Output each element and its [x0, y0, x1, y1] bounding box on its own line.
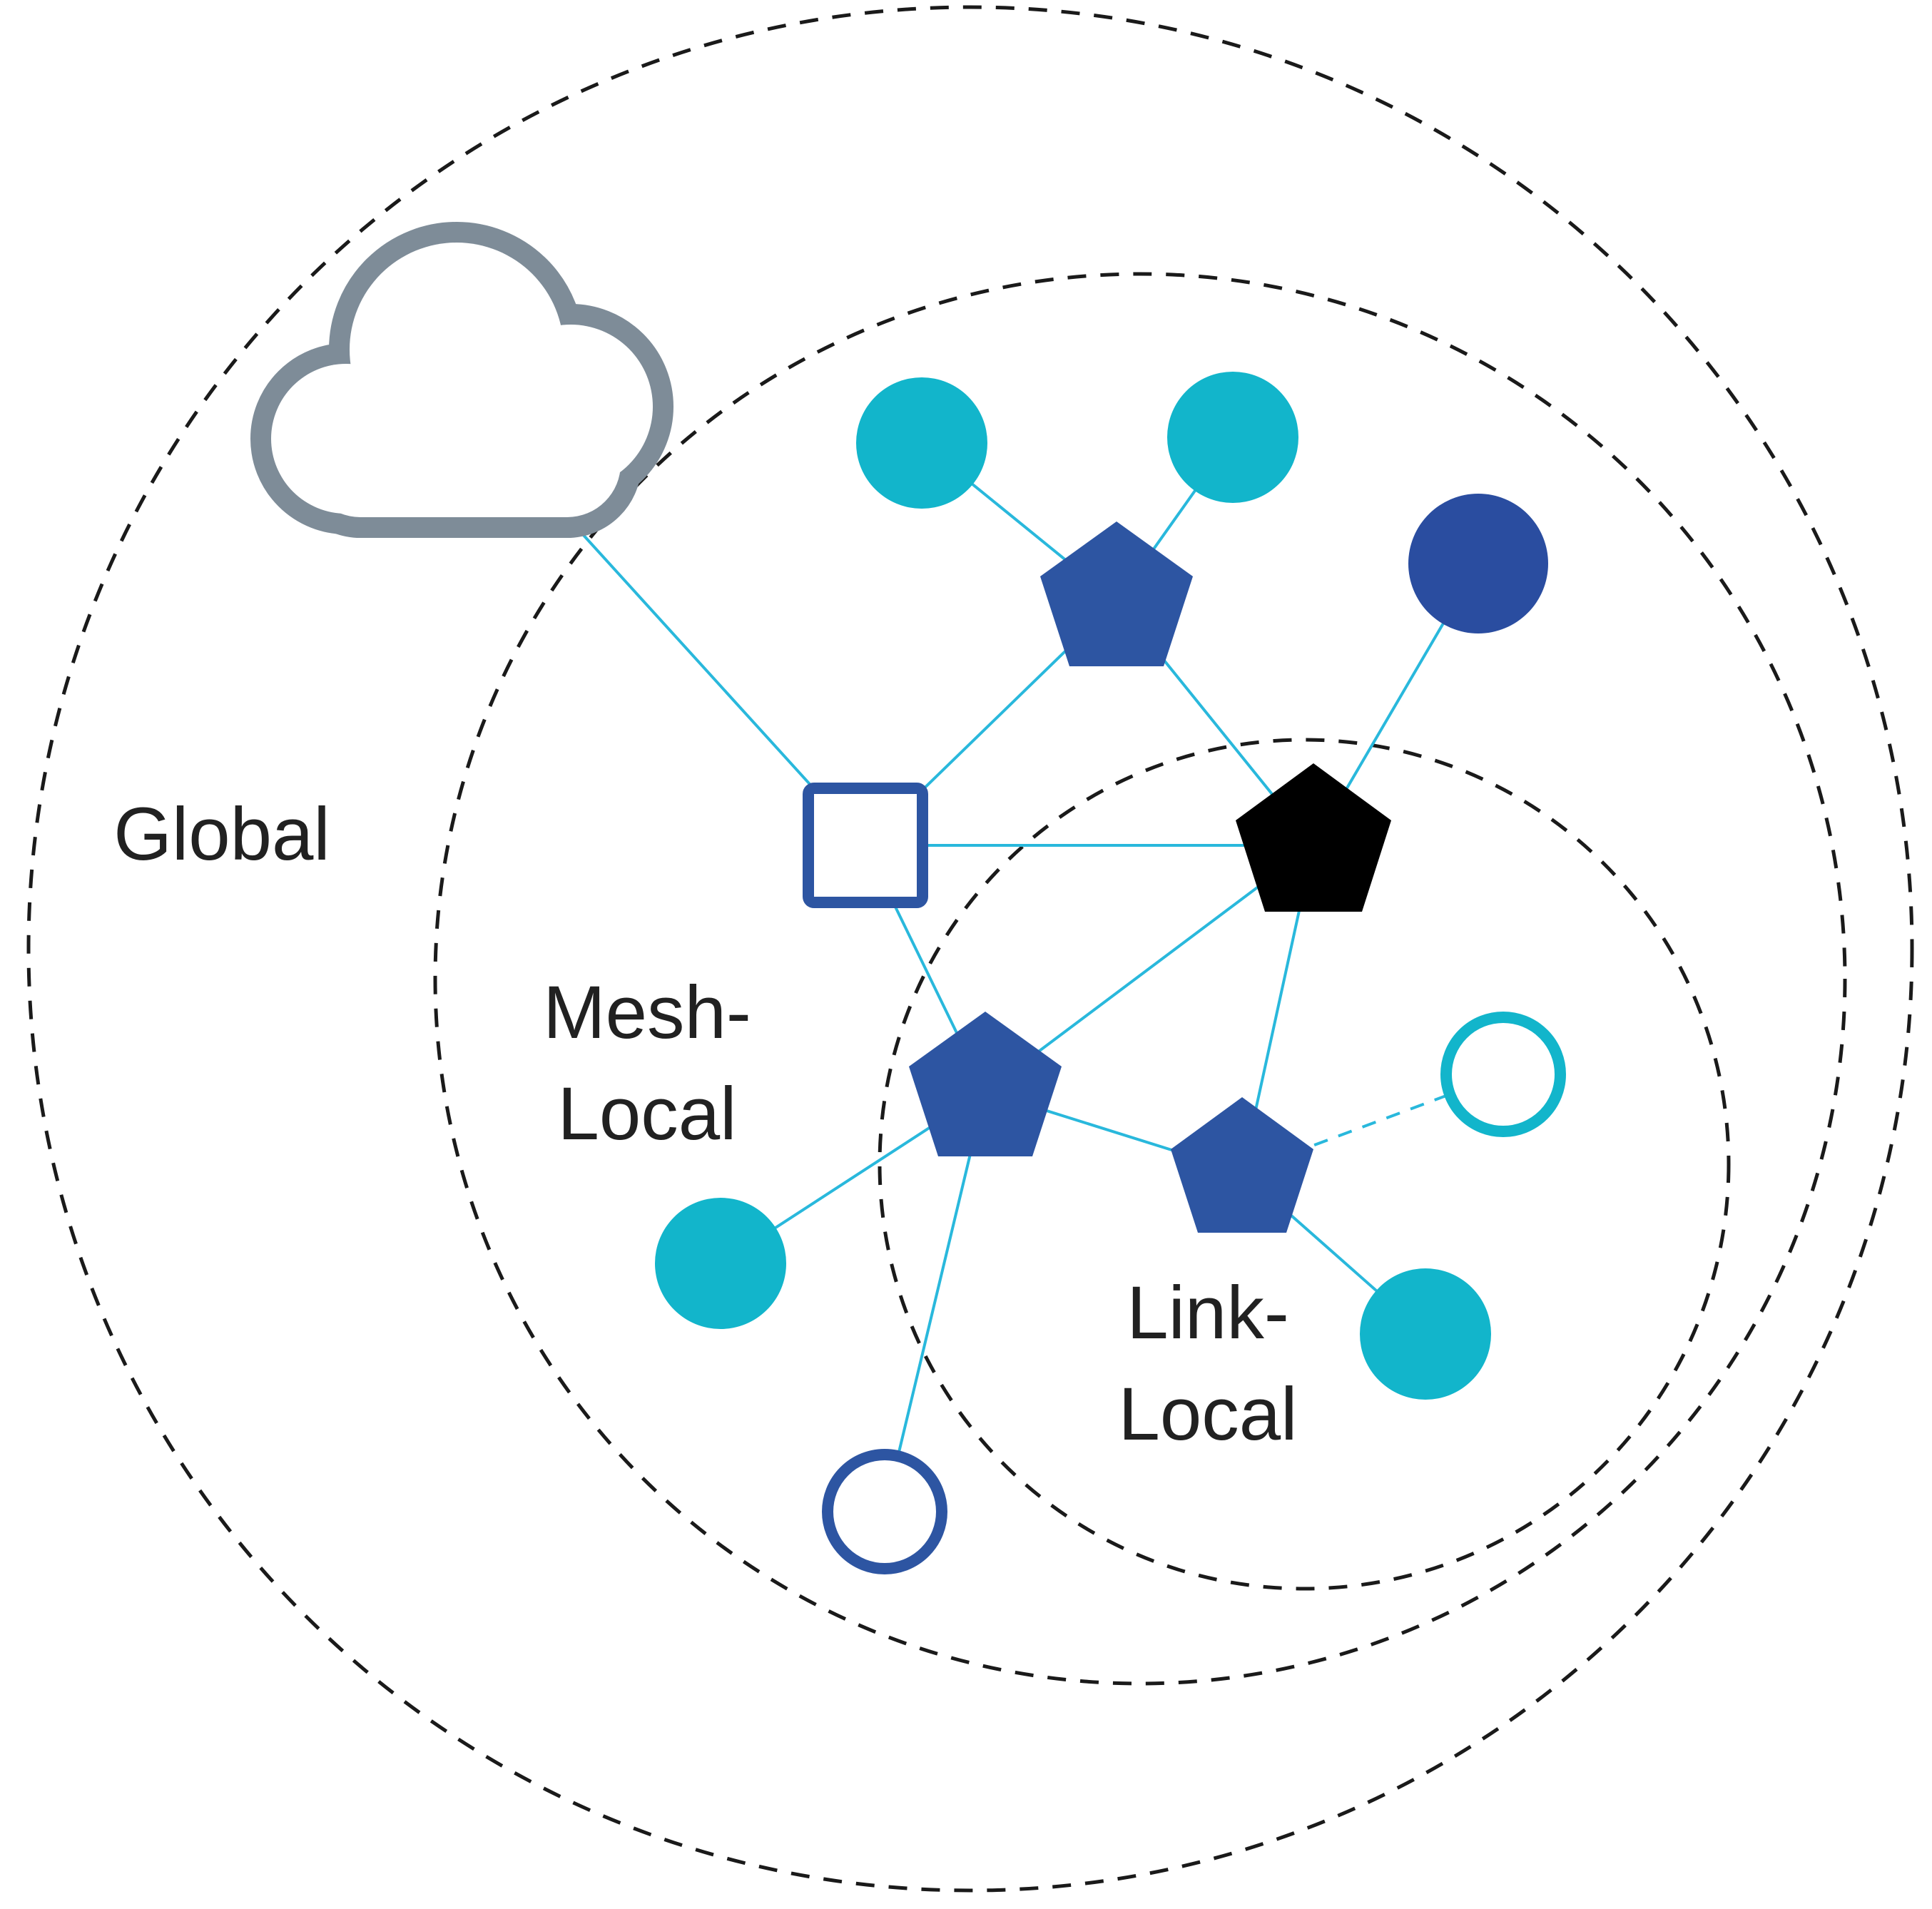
sleepy-end-device-cyan-icon [1440, 1012, 1566, 1137]
mesh-local-scope-ring [433, 272, 1847, 1686]
end-device-icon [1167, 372, 1298, 503]
cloud-fill-pass [271, 243, 653, 517]
cloud-icon [250, 222, 673, 538]
end-device-icon [1360, 1268, 1491, 1400]
sleepy-end-device-navy-icon [822, 1449, 947, 1574]
link-local-scope-label-line2: Local [1118, 1373, 1297, 1456]
link-local-scope-label-line1: Link- [1127, 1271, 1289, 1355]
end-device-icon [856, 377, 987, 509]
scope-rings [26, 5, 1914, 1893]
cloud-base-fill [307, 407, 621, 517]
network-edges [459, 398, 1504, 1512]
network-nodes [655, 372, 1566, 1574]
router-pentagon-icon [1171, 1097, 1313, 1233]
leader-pentagon-icon [1236, 763, 1391, 912]
router-pentagon-icon [1040, 521, 1193, 666]
global-scope-label: Global [113, 793, 330, 876]
edge-router2-sleepy-navy [883, 1091, 987, 1512]
mesh-local-scope-label-line2: Local [557, 1072, 736, 1156]
router-pentagon-icon [909, 1012, 1062, 1156]
scope-labels: Global Mesh- Local Link- Local [113, 793, 1297, 1456]
border-router-square-icon [803, 783, 928, 908]
mesh-local-scope-label-line1: Mesh- [543, 971, 751, 1054]
navy-device-icon [1408, 494, 1548, 633]
global-scope-ring [26, 5, 1914, 1893]
link-local-scope-ring [878, 738, 1731, 1591]
end-device-icon [655, 1198, 786, 1329]
